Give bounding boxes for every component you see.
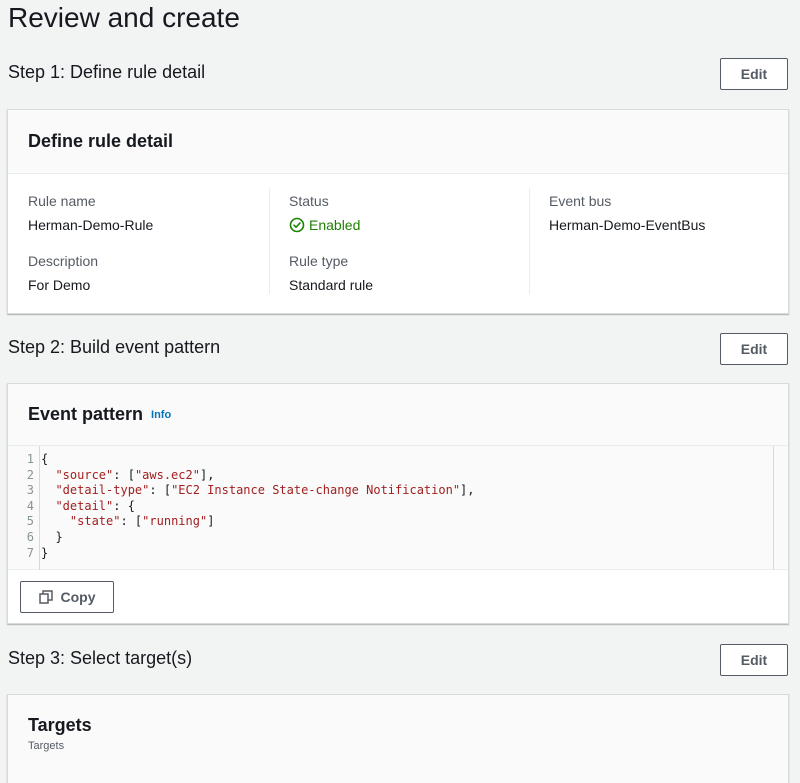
rule-detail-grid: Rule name Herman-Demo-Rule Description F… — [8, 174, 788, 312]
code-token: : [ — [149, 483, 172, 498]
rule-detail-title: Define rule detail — [28, 131, 174, 151]
step3-edit-button[interactable]: Edit — [720, 644, 788, 676]
line-number: 7 — [26, 545, 34, 560]
targets-header: Targets Targets — [8, 695, 788, 783]
code-line: "detail-type": ["EC2 Instance State-chan… — [41, 483, 475, 499]
code-token: ] — [207, 514, 215, 529]
code-token: ], — [199, 467, 215, 482]
line-number: 3 — [26, 483, 34, 498]
description-label: Description — [28, 253, 99, 269]
check-circle-icon — [289, 217, 305, 233]
code-token: : [ — [113, 467, 135, 482]
targets-title: Targets — [28, 715, 92, 735]
line-number: 6 — [26, 529, 34, 544]
line-number: 4 — [26, 498, 34, 513]
step3-title: Step 3: Select target(s) — [8, 648, 193, 668]
step2-edit-button[interactable]: Edit — [720, 333, 788, 365]
copy-button[interactable]: Copy — [20, 581, 114, 613]
rule-name-label: Rule name — [28, 193, 96, 209]
code-line: "state": ["running"] — [41, 514, 475, 530]
gutter-divider — [39, 446, 40, 570]
code-token: ], — [460, 483, 475, 498]
code-token: "running" — [142, 514, 208, 529]
description-field: Description For Demo — [28, 252, 268, 294]
rule-name-field: Rule name Herman-Demo-Rule — [28, 192, 268, 234]
detail-column-2: Status Enabled Rule type Standard rule — [289, 192, 529, 294]
code-token: } — [55, 529, 63, 544]
code-line: } — [41, 546, 475, 562]
status-field: Status Enabled — [289, 192, 529, 234]
rule-detail-container: Define rule detail Rule name Herman-Demo… — [7, 109, 789, 314]
line-number: 5 — [26, 514, 34, 529]
code-token: { — [41, 452, 49, 466]
event-pattern-header: Event pattern Info — [8, 384, 788, 446]
event-bus-field: Event bus Herman-Demo-EventBus — [549, 192, 789, 234]
line-number: 1 — [26, 452, 34, 466]
rule-detail-header: Define rule detail — [8, 110, 788, 174]
line-number-gutter: 1 2 3 4 5 6 7 — [8, 452, 38, 561]
column-divider — [529, 188, 530, 294]
code-line: "source": ["aws.ec2"], — [41, 468, 475, 484]
page-title: Review and create — [8, 2, 240, 33]
code-token: "detail-type" — [55, 483, 150, 498]
step2-title: Step 2: Build event pattern — [8, 337, 221, 357]
code-token: "detail" — [55, 498, 114, 513]
code-token: "source" — [55, 467, 114, 482]
step3-header: Step 3: Select target(s) Edit — [8, 644, 792, 676]
step1-edit-button[interactable]: Edit — [720, 58, 788, 90]
detail-column-1: Rule name Herman-Demo-Rule Description F… — [28, 192, 268, 294]
rule-type-value: Standard rule — [289, 277, 374, 293]
rule-name-value: Herman-Demo-Rule — [28, 217, 154, 233]
code-line: "detail": { — [41, 499, 475, 515]
code-lines: { "source": ["aws.ec2"], "detail-type": … — [41, 452, 475, 561]
event-pattern-code-editor[interactable]: 1 2 3 4 5 6 7 { "source": ["aws.ec2"], "… — [8, 446, 788, 570]
code-line: { — [41, 452, 475, 468]
description-value: For Demo — [28, 277, 91, 293]
status-value: Enabled — [289, 216, 529, 234]
step1-header: Step 1: Define rule detail Edit — [8, 58, 792, 90]
rule-type-field: Rule type Standard rule — [289, 252, 529, 294]
status-text: Enabled — [309, 217, 361, 233]
detail-column-3: Event bus Herman-Demo-EventBus — [549, 192, 789, 234]
event-bus-value: Herman-Demo-EventBus — [549, 217, 706, 233]
editor-scrollbar-track — [773, 446, 774, 570]
rule-type-label: Rule type — [289, 253, 349, 269]
line-number: 2 — [26, 467, 34, 482]
step2-header: Step 2: Build event pattern Edit — [8, 333, 792, 365]
code-token: "aws.ec2" — [134, 467, 200, 482]
copy-label: Copy — [60, 589, 96, 605]
column-divider — [269, 188, 270, 294]
targets-subtitle: Targets — [28, 740, 65, 752]
targets-container: Targets Targets — [7, 694, 789, 783]
code-token: "state" — [69, 514, 121, 529]
code-line: } — [41, 530, 475, 546]
step1-title: Step 1: Define rule detail — [8, 62, 206, 82]
status-label: Status — [289, 193, 329, 209]
code-token: } — [41, 545, 49, 560]
event-bus-label: Event bus — [549, 193, 612, 209]
info-link[interactable]: Info — [151, 408, 172, 421]
code-token: : { — [113, 498, 135, 513]
code-token: : [ — [120, 514, 143, 529]
copy-icon — [38, 590, 53, 604]
event-pattern-container: Event pattern Info 1 2 3 4 5 6 7 { "sour… — [7, 383, 789, 624]
event-pattern-title: Event pattern — [28, 404, 144, 424]
code-token: "EC2 Instance State-change Notification" — [171, 483, 461, 498]
